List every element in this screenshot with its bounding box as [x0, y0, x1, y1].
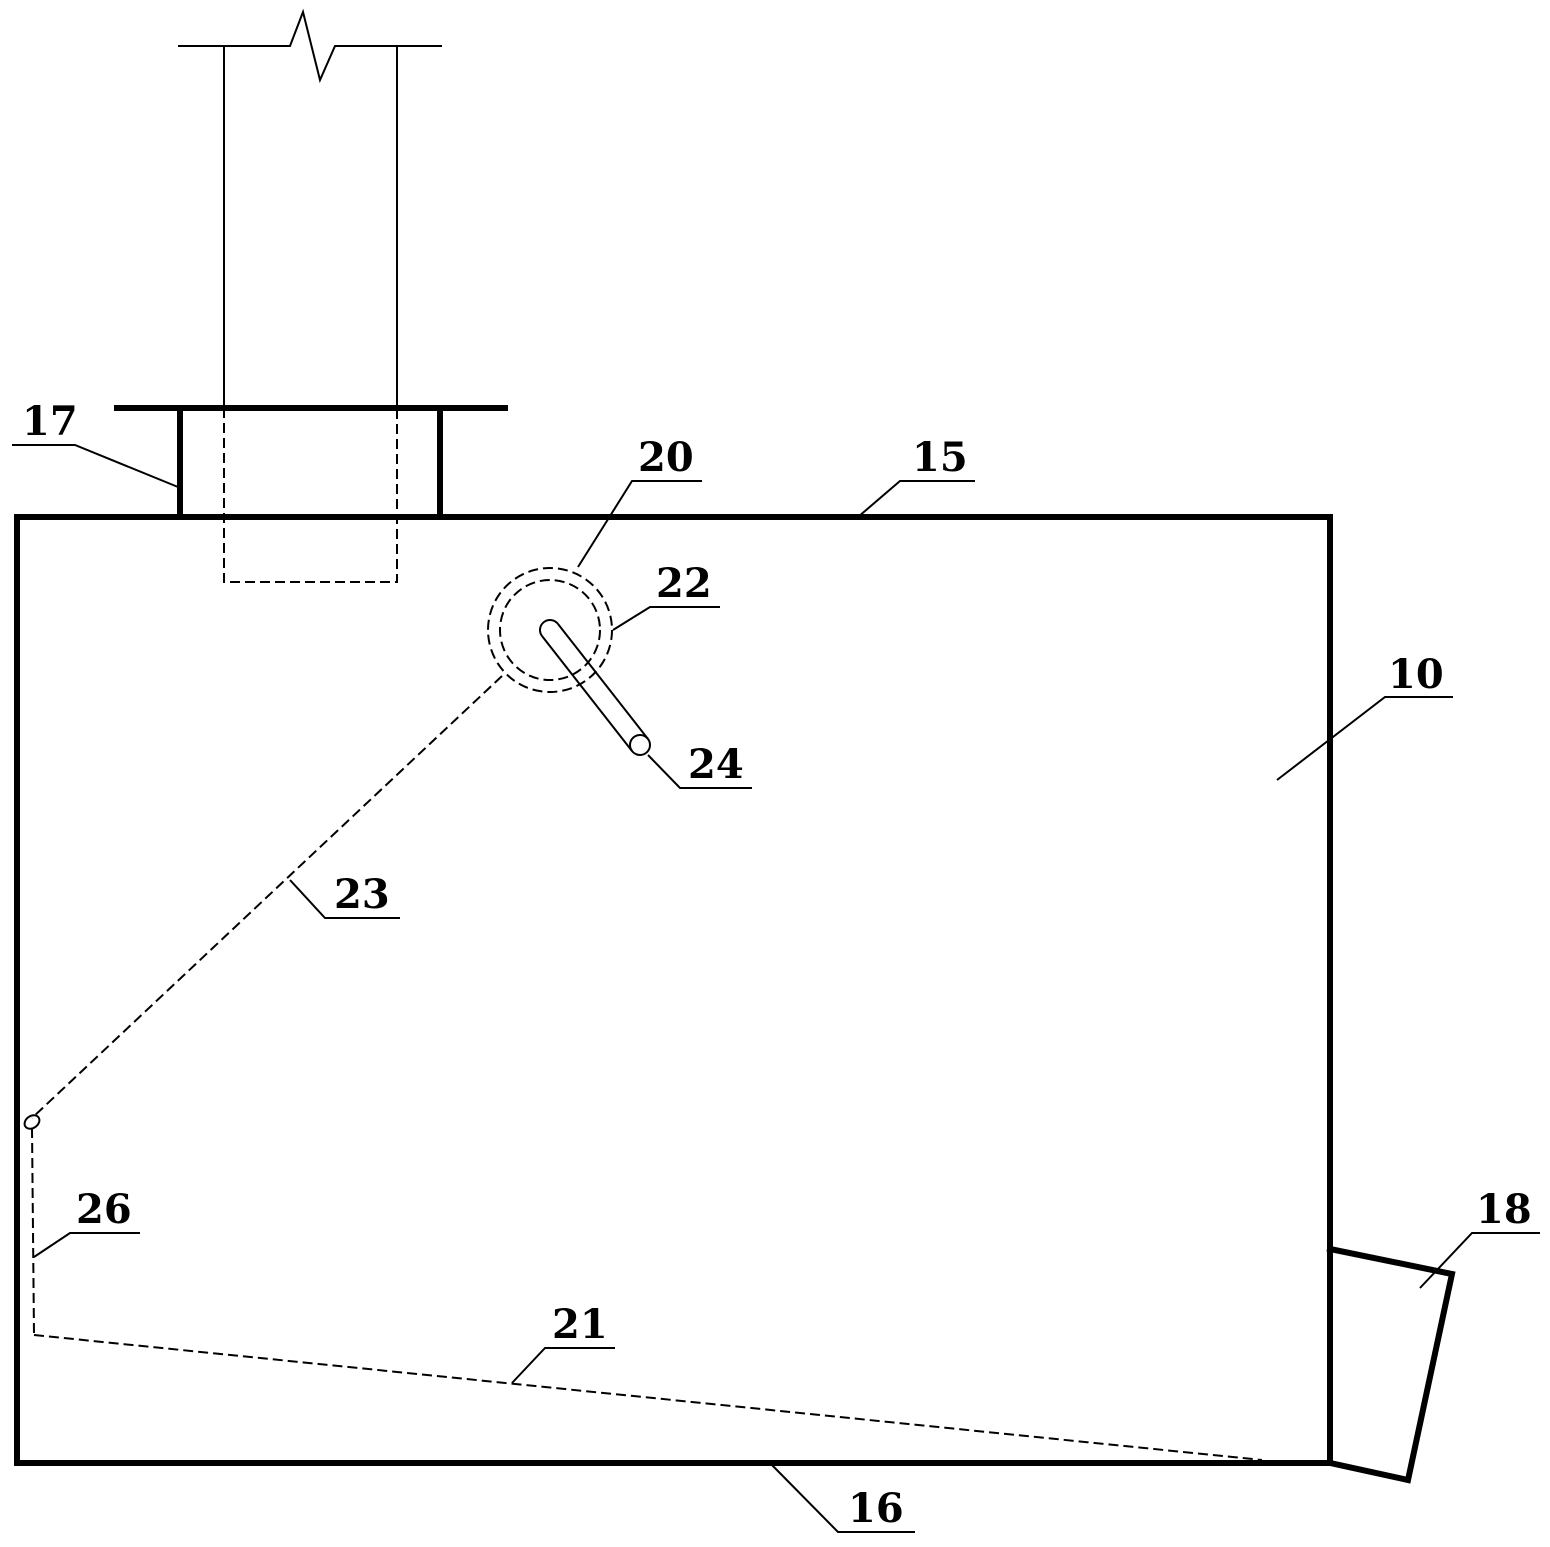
pipe-hidden-portion — [224, 408, 397, 582]
pulley-outer-circle — [488, 568, 612, 692]
leader-lines — [12, 445, 1540, 1532]
label-10: 10 — [1388, 651, 1444, 698]
label-22: 22 — [656, 560, 712, 607]
pulley-assembly — [488, 568, 650, 755]
side-wire — [32, 1128, 34, 1335]
upper-wire — [32, 676, 502, 1118]
leader-17 — [12, 445, 178, 487]
leader-18 — [1420, 1233, 1540, 1288]
label-20: 20 — [638, 434, 694, 481]
label-15: 15 — [912, 434, 968, 481]
callout-labels: 17 15 20 22 10 24 23 26 18 21 16 — [22, 398, 1532, 1532]
leader-22 — [613, 607, 720, 630]
discharge-outlet — [1330, 1249, 1452, 1480]
crank-knob — [630, 735, 650, 755]
label-24: 24 — [688, 741, 744, 788]
leader-21 — [512, 1348, 615, 1383]
crank-handle — [540, 620, 650, 755]
feed-inlet — [117, 408, 505, 517]
break-line — [178, 12, 442, 80]
leader-10 — [1277, 697, 1453, 780]
label-16: 16 — [848, 1485, 904, 1532]
label-18: 18 — [1476, 1186, 1532, 1233]
leader-20 — [578, 481, 702, 567]
label-26: 26 — [76, 1186, 132, 1233]
lower-wire — [34, 1335, 1262, 1460]
box-body — [17, 517, 1330, 1463]
leader-26 — [34, 1233, 140, 1257]
label-21: 21 — [552, 1301, 608, 1348]
feed-pipe — [178, 12, 442, 582]
pulley-inner-circle — [500, 580, 600, 680]
leader-15 — [858, 481, 975, 517]
label-17: 17 — [22, 398, 78, 445]
label-23: 23 — [334, 871, 390, 918]
